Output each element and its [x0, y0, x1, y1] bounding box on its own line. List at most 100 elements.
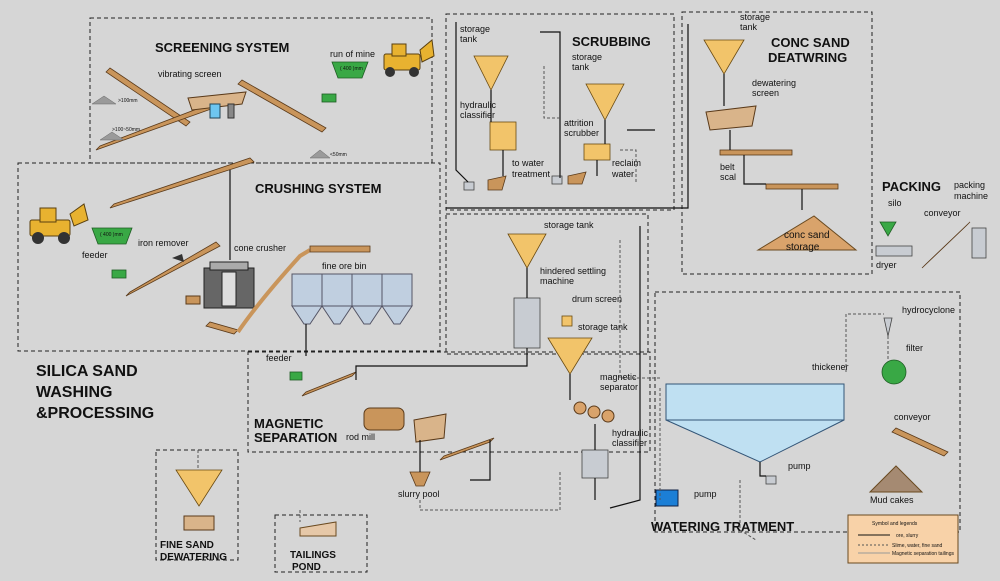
filter-label: filter — [906, 343, 923, 353]
loader-top — [383, 39, 435, 77]
cone-crusher-label: cone crusher — [234, 243, 286, 253]
fine-ore-bin — [291, 273, 413, 325]
conc-storage-b: storage — [786, 242, 820, 253]
run-of-mine-hopper — [331, 61, 369, 79]
legend-ore: ore, slurry — [896, 533, 919, 539]
cone-crusher — [185, 261, 255, 309]
scrub-chute-1 — [487, 175, 507, 191]
attrition-b: scrubber — [564, 128, 599, 138]
mag-sep-a: magnetic — [600, 372, 637, 382]
conveyor-to-bin — [236, 248, 312, 334]
flow-lines — [229, 22, 803, 509]
packing-title: PACKING — [882, 179, 941, 194]
hydrocyclone-label: hydrocyclone — [902, 305, 955, 315]
tailings-title-2: POND — [292, 562, 321, 573]
thickener-tank — [665, 383, 845, 421]
feeder-crush-icon — [111, 269, 127, 279]
storage-tank-scrub-2 — [585, 83, 625, 121]
storage-tank-scrub2-b: tank — [572, 62, 590, 72]
tailings-title-1: TAILINGS — [290, 550, 336, 561]
feeder-top-label: feeder — [82, 250, 108, 260]
conc-sand-title-1: CONC SAND — [771, 35, 850, 50]
thickener-label: thickener — [812, 362, 849, 372]
conveyor-mag — [301, 371, 357, 397]
fine-sand-title-1: FINE SAND — [160, 540, 214, 551]
mag-sep-b: separator — [600, 382, 638, 392]
loader-left — [29, 203, 89, 244]
hyd-class-scrub-a: hydraulic — [460, 100, 497, 110]
conveyor-crush-feed — [109, 157, 255, 209]
tailings-box — [274, 514, 368, 573]
silo-icon — [879, 221, 897, 237]
hyd-class-mid-b: classifier — [612, 438, 647, 448]
scrub-chute-2 — [567, 171, 587, 185]
storage-tank-scrub1-a: storage — [460, 24, 490, 34]
thickener-cone — [665, 419, 845, 463]
belt-scale — [719, 149, 793, 156]
hyd-class-scrub-b: classifier — [460, 110, 495, 120]
scrubbing-title: SCRUBBING — [572, 34, 651, 49]
vibrating-screen-label: vibrating screen — [158, 69, 222, 79]
conveyor-water — [891, 427, 949, 457]
storage-tank-scrub1-b: tank — [460, 34, 478, 44]
crushing-title: CRUSHING SYSTEM — [255, 181, 381, 196]
run-of-mine-label: run of mine — [330, 49, 375, 59]
grid-label-2: ( 400 )mm — [100, 232, 123, 238]
feeder-mag-icon — [289, 371, 303, 381]
screening-box — [89, 17, 433, 164]
mag-screen — [413, 413, 447, 443]
hindered-a: hindered settling — [540, 266, 606, 276]
tailings-pond-icon — [299, 521, 337, 537]
drum-screen-label: drum screen — [572, 294, 622, 304]
attrition-a: attrition — [564, 118, 594, 128]
storage-tank-mid-label: storage tank — [544, 220, 594, 230]
hyd-class-mid-a: hydraulic — [612, 428, 649, 438]
crushing-hopper — [91, 227, 133, 245]
dewatering-screen — [705, 105, 757, 131]
size-s3: <50mm — [330, 152, 347, 158]
conc-storage-a: conc sand — [784, 230, 830, 241]
fine-sand-tank — [175, 469, 223, 507]
storage-tank-scrub2-a: storage — [572, 52, 602, 62]
rod-mill-label: rod mill — [346, 432, 375, 442]
screening-title: SCREENING SYSTEM — [155, 40, 289, 55]
conveyor-water-label: conveyor — [894, 412, 931, 422]
legend: Symbol and legends ore, slurry Slime, wa… — [847, 514, 959, 564]
hindered-b: machine — [540, 276, 574, 286]
packing-machine-a: packing — [954, 180, 985, 190]
reclaim-a: reclaim — [612, 158, 641, 168]
iron-remover-icon — [172, 254, 184, 262]
hydraulic-classifier-mid — [581, 449, 609, 479]
main-title-3: &PROCESSING — [36, 405, 154, 422]
storage-tank-scrub-1 — [473, 55, 509, 91]
conveyor-screen-left — [105, 67, 191, 127]
to-water-a: to water — [512, 158, 544, 168]
belt-scal-a: belt — [720, 162, 735, 172]
scrub-pump-2 — [551, 175, 563, 185]
legend-tail: Magnetic separation tailings — [892, 551, 954, 557]
to-water-b: treatment — [512, 169, 551, 179]
hindered-settling-machine — [513, 297, 541, 349]
storage-tank-conc-a: storage — [740, 12, 770, 22]
storage-tank-mid2 — [547, 337, 593, 375]
grid-label-1: ( 400 )mm — [340, 66, 363, 72]
legend-title: Symbol and legends — [872, 521, 918, 527]
reclaim-b: water — [611, 169, 634, 179]
scrub-pump-1 — [463, 181, 475, 191]
feeder-mag-label: feeder — [266, 353, 292, 363]
pump-left-icon — [655, 489, 679, 507]
storage-tank-conc — [703, 39, 745, 75]
mud-cakes-pile — [868, 465, 924, 493]
pile-s2 — [99, 131, 125, 141]
conc-conveyor — [765, 183, 839, 190]
vibrating-screen — [187, 91, 247, 119]
conveyor-pack-label: conveyor — [924, 208, 961, 218]
legend-water: Slime, water, fine sand — [892, 543, 943, 549]
conc-sand-title-2: DEATWRING — [768, 50, 847, 65]
main-title-1: SILICA SAND — [36, 363, 138, 380]
packing-machine-icon — [971, 227, 987, 259]
crushing-box — [17, 162, 441, 352]
watering-title: WATERING TRATMENT — [651, 519, 794, 534]
conveyor-screen-right — [237, 79, 327, 133]
